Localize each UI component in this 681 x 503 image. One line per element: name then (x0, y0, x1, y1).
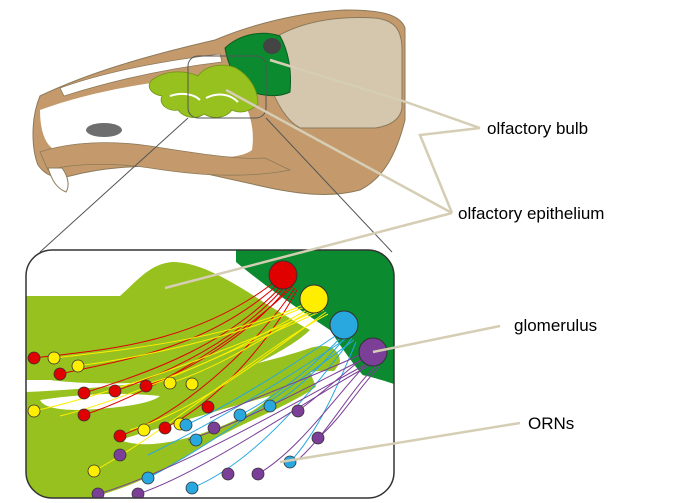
orn-purple (292, 405, 304, 417)
bulb-dark-spot (263, 38, 281, 54)
label-orns: ORNs (528, 414, 574, 433)
orn-blue (234, 409, 246, 421)
skull-section (33, 10, 405, 194)
label-glomerulus: glomerulus (514, 316, 597, 335)
glomerulus-blue (330, 311, 358, 339)
glomerulus-red (269, 261, 297, 289)
orn-yellow (48, 352, 60, 364)
orn-red (202, 401, 214, 413)
orn-blue (264, 400, 276, 412)
orn-purple (208, 422, 220, 434)
orn-purple (312, 432, 324, 444)
orn-blue (142, 472, 154, 484)
orn-blue (190, 434, 202, 446)
orn-red (78, 409, 90, 421)
glomerulus-yellow (300, 285, 328, 313)
label-olfactory-bulb: olfactory bulb (487, 119, 588, 138)
orn-purple (252, 468, 264, 480)
orn-purple (222, 468, 234, 480)
orn-yellow (138, 424, 150, 436)
orn-red (114, 430, 126, 442)
orn-blue (186, 482, 198, 494)
orn-yellow (186, 378, 198, 390)
orn-red (140, 380, 152, 392)
label-olfactory-epithelium: olfactory epithelium (458, 204, 604, 223)
orn-red (28, 352, 40, 364)
orn-blue (180, 419, 192, 431)
orn-yellow (28, 405, 40, 417)
orn-red (54, 368, 66, 380)
orn-red (78, 387, 90, 399)
orn-yellow (164, 377, 176, 389)
magnified-inset (26, 250, 394, 500)
orbit-dark (86, 123, 122, 137)
orn-purple (114, 449, 126, 461)
orn-yellow (88, 465, 100, 477)
orn-red (109, 385, 121, 397)
orn-red (159, 422, 171, 434)
orn-yellow (72, 360, 84, 372)
